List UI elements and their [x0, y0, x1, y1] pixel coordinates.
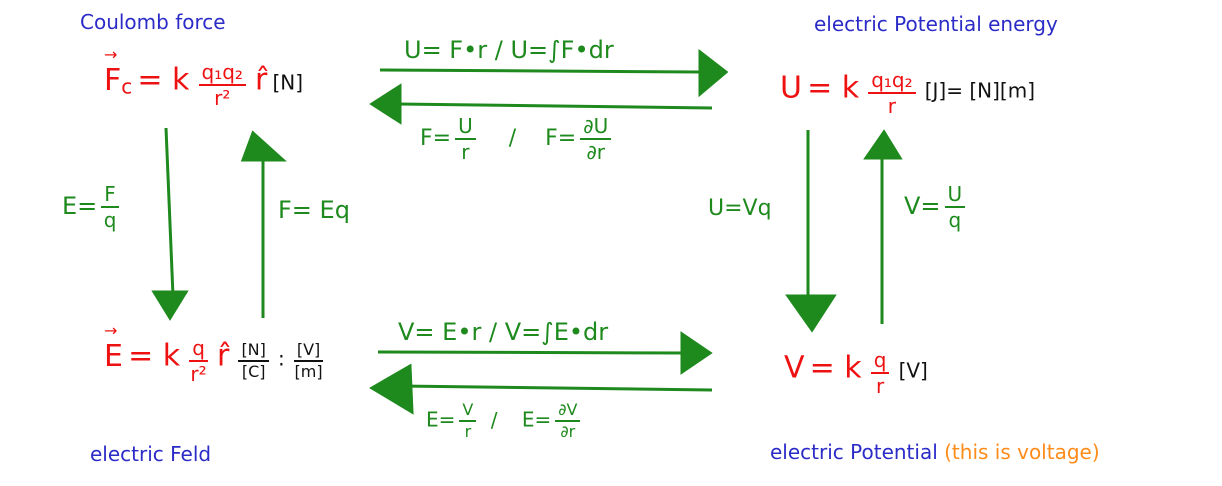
- potential-denominator: r: [876, 374, 885, 398]
- rel-left-down-pre: E=: [62, 192, 98, 220]
- rel-top-b-num: ∂U: [580, 116, 612, 140]
- energy-numerator: q₁q₂: [868, 70, 916, 94]
- arrow-field-to-potential: [377, 350, 689, 355]
- rel-left-down-num: F: [101, 184, 119, 208]
- rel-right-up-den: q: [948, 208, 962, 232]
- energy-unit: [J]= [N][m]: [924, 78, 1036, 103]
- rel-bottom-b-pre: E=: [521, 407, 552, 432]
- arrow-potential-to-field-head: [369, 363, 414, 415]
- label-electric-potential: electric Potential: [770, 440, 938, 464]
- arrow-energy-to-force: [397, 102, 713, 110]
- field-unit-fraction-2: [V][m]: [293, 342, 324, 381]
- arrow-energy-to-potential-head: [785, 294, 837, 333]
- relation-force-to-energy: U= F•r / U=∫F•dr: [404, 36, 614, 64]
- label-electric-potential-energy: electric Potential energy: [814, 12, 1058, 36]
- rel-top-b-den: ∂r: [586, 140, 606, 164]
- rel-bottom-b-num: ∂V: [555, 402, 581, 422]
- field-unit-den-1: [C]: [241, 362, 266, 381]
- rel-bottom-b-den: ∂r: [560, 422, 576, 441]
- energy-lhs: U: [780, 70, 802, 106]
- field-unit-den-2: [m]: [294, 362, 323, 381]
- coulomb-denominator: r²: [214, 86, 231, 110]
- rel-bottom-a-den: r: [464, 422, 472, 441]
- potential-unit: [V]: [898, 358, 928, 383]
- arrow-force-to-field: [164, 127, 175, 297]
- rel-top-a-num: U: [455, 116, 476, 140]
- field-numerator: q: [189, 338, 208, 362]
- voltage-note: (this is voltage): [944, 440, 1100, 464]
- field-denominator: r²: [190, 362, 207, 386]
- field-unit-num-2: [V]: [293, 342, 324, 362]
- relation-energy-to-potential: U=Vq: [708, 196, 772, 221]
- rel-bottom-sep: /: [490, 407, 498, 432]
- label-electric-field: electric Feld: [90, 442, 212, 466]
- arrow-force-to-energy: [379, 68, 701, 74]
- energy-denominator: r: [887, 94, 897, 118]
- rel-top-a-den: r: [461, 140, 470, 164]
- rel-right-up-pre: V=: [904, 192, 941, 220]
- potential-eq: = k: [809, 350, 862, 386]
- rel-bottom-b-frac: ∂V∂r: [555, 402, 581, 441]
- arrow-energy-to-force-head: [369, 83, 402, 125]
- arrow-force-to-energy-head: [698, 48, 729, 98]
- rel-top-b-frac: ∂U∂r: [580, 116, 612, 164]
- field-lhs: E: [104, 321, 123, 374]
- rel-bottom-a-num: V: [459, 402, 477, 422]
- rel-top-sep: /: [508, 126, 517, 151]
- field-unit-num-1: [N]: [238, 342, 269, 362]
- coulomb-lhs-sub: c: [121, 74, 133, 99]
- relation-field-to-force: F= Eq: [278, 196, 350, 224]
- label-coulomb-force: Coulomb force: [80, 10, 226, 34]
- rel-bottom-a-pre: E=: [426, 407, 456, 432]
- arrow-potential-to-energy-head: [863, 129, 903, 160]
- coulomb-numerator: q₁q₂: [198, 62, 246, 86]
- coulomb-eq: = k: [137, 62, 190, 98]
- formula-electric-field: E = k qr² r̂ [N][C] : [V][m]: [104, 321, 327, 384]
- energy-eq: = k: [807, 70, 860, 106]
- arrow-field-to-potential-head: [680, 331, 713, 375]
- arrow-force-to-field-head: [151, 290, 189, 321]
- relation-field-to-potential: V= E•r / V=∫E•dr: [398, 318, 609, 346]
- coulomb-unit: [N]: [272, 70, 304, 95]
- field-unit-vector: r̂: [217, 338, 230, 374]
- coulomb-unit-vector: r̂: [255, 62, 268, 98]
- arrow-potential-to-field: [399, 384, 713, 392]
- rel-left-down-den: q: [103, 208, 117, 232]
- arrow-field-to-force-head: [240, 130, 287, 162]
- label-electric-potential-group: electric Potential (this is voltage): [770, 440, 1100, 464]
- potential-numerator: q: [870, 350, 890, 374]
- potential-lhs: V: [784, 350, 805, 386]
- rel-top-a-pre: F=: [420, 126, 452, 151]
- field-eq: = k: [128, 338, 181, 374]
- field-unit-fraction-1: [N][C]: [238, 342, 269, 381]
- rel-top-b-pre: F=: [545, 126, 577, 151]
- rel-right-up-num: U: [944, 184, 966, 208]
- coulomb-lhs: F: [104, 45, 121, 98]
